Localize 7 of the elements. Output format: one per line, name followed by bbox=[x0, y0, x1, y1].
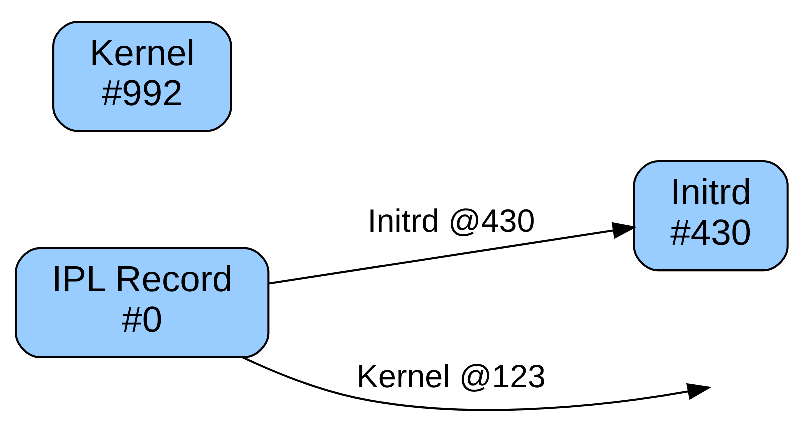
node-box: Kernel #992 bbox=[52, 20, 232, 132]
node-box: Initrd #430 bbox=[633, 160, 789, 272]
edge-label: Initrd @430 bbox=[368, 202, 536, 238]
edge-label: Kernel @123 bbox=[356, 358, 546, 394]
arrow bbox=[268, 222, 638, 284]
node-box: IPL Record #0 bbox=[15, 246, 270, 358]
arrow bbox=[242, 356, 712, 411]
